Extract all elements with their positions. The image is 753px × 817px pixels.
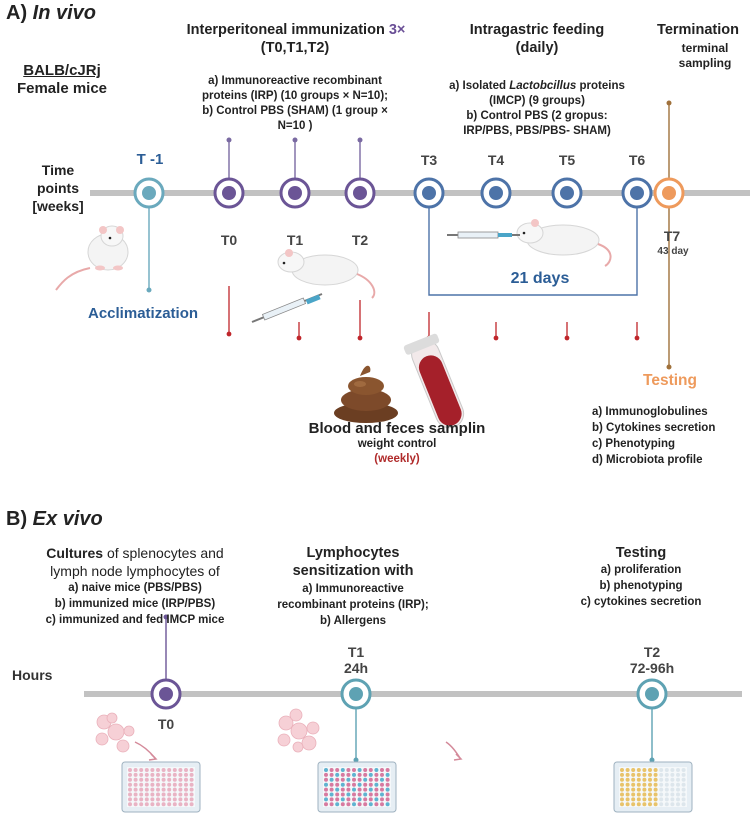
cells-icon-2 [277,708,320,753]
node-t7 [653,177,685,209]
blood-tube-icon [403,333,465,429]
sampling-freq: (weekly) [374,453,420,465]
hours-label: Hours [12,667,53,683]
testing-title-b: Testing [615,545,667,561]
testing-b-item-2: b) phenotyping [599,580,683,592]
mouse-icon [55,225,129,291]
testing-item-3: c) Phenotyping [592,438,676,450]
node-t4 [480,177,512,209]
syringe-icon [251,249,376,323]
testing-item-1: a) Immunoglobulines [592,406,708,418]
b-t1-label: T1 [347,644,365,660]
testing-b-item-3: c) cytokines secretion [580,596,702,608]
node-t5 [551,177,583,209]
node-t6 [621,177,653,209]
immunization-points: (T0,T1,T2) [260,40,330,56]
node-t2 [344,177,376,209]
testing-title-a: Testing [643,372,697,389]
acclimatization-label: Acclimatization [88,305,199,322]
node-b-t2 [636,678,668,710]
immunization-a: a) Immunoreactive recombinant [208,75,382,87]
termination-sub2: sampling [678,56,732,70]
testing-item-2: b) Cytokines secretion [592,422,716,434]
well-plate-icon-2 [317,761,397,813]
point-label-t6: T6 [628,152,646,168]
node-t-1 [133,177,165,209]
timeline-label-weeks: [weeks] [32,198,84,214]
node-t0 [213,177,245,209]
sens-item-2: recombinant proteins (IRP); [277,599,429,611]
feces-icon [334,365,398,423]
sampling-stems [228,286,638,336]
b-t2-label: T2 [643,644,661,660]
node-b-t0 [150,678,182,710]
mouse-strain: BALB/cJRj [23,62,101,79]
feeding-b: b) Control PBS (2 gropus: [466,110,608,122]
testing-b-item-1: a) proliferation [600,564,682,576]
sens-item-1: a) Immunoreactive [302,583,404,595]
point-label-t4: T4 [487,152,505,168]
well-plate-icon-1 [121,761,201,813]
immunization-title: Interperitoneal immunization 3× [186,22,406,38]
point-label-t-1: T -1 [136,151,164,168]
feeding-duration: 21 days [510,270,570,287]
cultures-line1: Cultures of splenocytes and [46,545,224,561]
sens-title1: Lymphocytes [306,545,400,561]
mouse-sex: Female mice [16,80,108,97]
feeding-a2: (IMCP) (9 groups) [489,95,585,107]
termination-title: Termination [657,22,739,38]
cells-icon [95,712,135,753]
timeline-label-time: Time [41,162,75,178]
immunization-a2: proteins (IRP) (10 groups × N=10); [202,90,388,102]
cultures-item-3: c) immunized and fed IMCP mice [45,614,225,626]
immunization-b2: N=10 ) [277,120,313,132]
point-label-t1: T1 [286,232,304,248]
cultures-line2: lymph node lymphocytes of [50,563,220,579]
section-a-heading: A) In vivo [6,2,97,24]
immunization-b: b) Control PBS (SHAM) (1 group × [202,105,388,117]
node-t1 [279,177,311,209]
cultures-item-1: a) naive mice (PBS/PBS) [68,582,202,594]
well-plate-icon-3 [613,761,693,813]
t7-day: 43 day [657,246,689,257]
sens-title2: sensitization with [292,563,414,579]
b-t0-label: T0 [157,716,175,732]
node-b-t1 [340,678,372,710]
gavage-icon [447,219,612,267]
sampling-sub: weight control [357,438,437,450]
feeding-title: Intragastric feeding [469,22,605,38]
feeding-freq: (daily) [515,40,559,56]
termination-sub1: terminal [681,41,729,55]
point-label-t5: T5 [558,152,576,168]
feeding-a: a) Isolated Lactobcillus proteins [449,80,625,92]
node-t3 [413,177,445,209]
sampling-title: Blood and feces samplin [308,420,486,437]
b-t2-time: 72-96h [629,660,675,676]
immunization-stems [228,140,361,178]
testing-item-4: d) Microbiota profile [592,454,703,466]
point-label-t3: T3 [420,152,438,168]
feeding-bracket [428,208,638,296]
cultures-item-2: b) immunized mice (IRP/PBS) [54,598,216,610]
section-b-heading: B) Ex vivo [6,508,103,530]
b-t1-time: 24h [343,660,369,676]
point-label-t7: T7 [663,228,681,244]
timeline-label-points: points [37,180,79,196]
feeding-b2: IRP/PBS, PBS/PBS- SHAM) [463,125,611,137]
point-label-t0: T0 [220,232,238,248]
point-label-t2: T2 [351,232,369,248]
sens-item-3: b) Allergens [319,615,387,627]
